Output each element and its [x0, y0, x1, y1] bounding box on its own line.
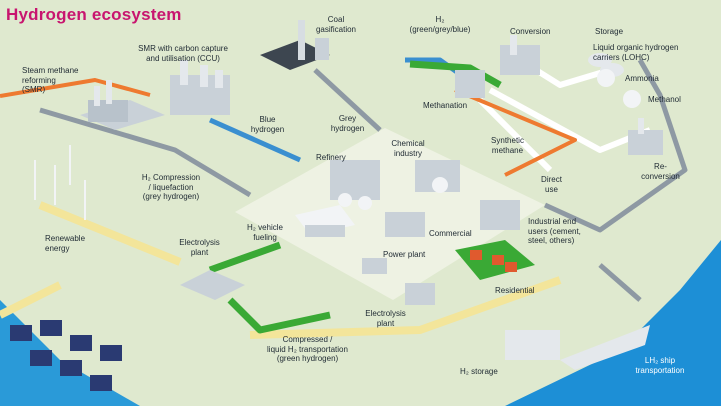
yellow-flow-solar	[0, 281, 62, 319]
grey-flow-smr	[39, 107, 252, 198]
grey-flow-coal	[313, 68, 382, 132]
electrolysis-plant-1	[180, 270, 245, 300]
grey-flow-ship	[598, 263, 642, 302]
label-coal-gasification: Coal gasification	[315, 15, 357, 34]
industrial-building	[480, 200, 520, 230]
label-methanol: Methanol	[648, 95, 681, 104]
label-blue-hydrogen: Blue hydrogen	[250, 115, 285, 134]
ammonia-storage	[597, 69, 615, 87]
yellow-flow-renewable	[38, 201, 182, 266]
orange-flow-synthetic-methane	[454, 88, 577, 177]
green-flow-h2	[409, 60, 502, 89]
water-area	[505, 240, 721, 406]
methanation-plant	[455, 70, 485, 98]
label-ammonia: Ammonia	[625, 74, 659, 83]
label-power-plant: Power plant	[383, 250, 426, 259]
yellow-flow-lines	[0, 201, 562, 339]
label-h2-colors: H₂ (green/grey/blue)	[409, 15, 471, 34]
green-flow-lines	[208, 60, 502, 334]
solar-panels	[10, 320, 122, 391]
label-lh2-ship: LH₂ ship transportation	[635, 356, 685, 375]
green-flow-compressed	[227, 297, 331, 334]
h2-storage-tanks	[505, 330, 560, 360]
label-compressed-transport: Compressed / liquid H₂ transportation (g…	[267, 335, 348, 363]
label-smr-ccu: SMR with carbon capture and utilisation …	[138, 44, 228, 63]
conversion-plant	[500, 35, 540, 75]
label-direct-use: Direct use	[541, 175, 562, 194]
orange-flow-lines	[0, 78, 577, 177]
label-conversion: Conversion	[510, 27, 551, 36]
label-h2-storage: H₂ storage	[460, 367, 498, 376]
reconversion-plant	[628, 118, 663, 155]
coal-gasification-plant	[260, 20, 330, 70]
grey-flow-lines	[39, 58, 688, 302]
white-flow-storage	[488, 87, 652, 153]
power-plant-building	[362, 258, 387, 274]
methanol-storage	[623, 90, 641, 108]
label-residential: Residential	[495, 286, 535, 295]
commercial-building	[385, 212, 425, 237]
grey-flow-reconversion	[543, 58, 688, 233]
refinery-complex	[330, 160, 380, 210]
label-industrial-end-users: Industrial end users (cement, steel, oth…	[528, 217, 581, 245]
label-renewable-energy: Renewable energy	[45, 234, 86, 253]
label-h2-compression: H₂ Compression / liquefaction (grey hydr…	[141, 173, 201, 201]
smr-ccu-plant	[170, 60, 230, 115]
electrolysis-plant-2	[405, 283, 435, 305]
orange-flow-smr-input	[0, 78, 151, 98]
label-refinery: Refinery	[316, 153, 346, 162]
residential-houses	[455, 240, 535, 280]
label-reconversion: Re- conversion	[641, 162, 680, 181]
label-storage: Storage	[595, 27, 624, 36]
diagram-title: Hydrogen ecosystem	[6, 5, 182, 24]
blue-flow-hydrogen	[208, 117, 302, 163]
label-h2-vehicle-fueling: H₂ vehicle fueling	[246, 223, 283, 242]
label-lohc: Liquid organic hydrogen carriers (LOHC)	[593, 43, 679, 62]
label-methanation: Methanation	[423, 101, 468, 110]
yellow-flow-power	[249, 276, 562, 339]
green-flow-vehicle	[208, 241, 282, 274]
label-grey-hydrogen: Grey hydrogen	[330, 114, 365, 133]
label-synthetic-methane: Synthetic methane	[491, 136, 524, 155]
label-electrolysis-plant-1: Electrolysis plant	[179, 238, 220, 257]
chemical-plant	[415, 160, 460, 193]
wind-turbines	[34, 145, 86, 220]
label-commercial: Commercial	[429, 229, 472, 238]
label-chemical-industry: Chemical industry	[391, 139, 425, 158]
label-smr: Steam methane reforming (SMR)	[22, 66, 79, 94]
smr-plant	[80, 80, 165, 130]
lh2-ship	[560, 325, 650, 370]
label-electrolysis-plant-2: Electrolysis plant	[365, 309, 406, 328]
river-left	[0, 300, 140, 406]
vehicle-fueling-station	[295, 205, 355, 237]
